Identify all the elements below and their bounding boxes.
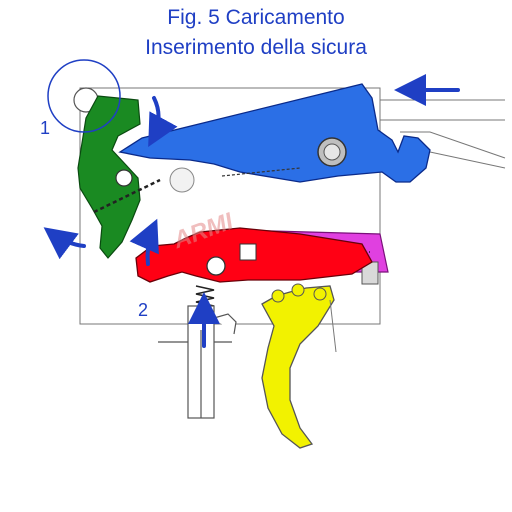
- callout-label-2: 2: [138, 300, 148, 320]
- sear-notch: [239, 243, 257, 261]
- callout-circle-1: [47, 59, 121, 133]
- arrow-sear-up: [129, 218, 159, 266]
- hammer-spring: [93, 178, 161, 214]
- trigger-guide: [329, 299, 337, 353]
- motion-arrows: [43, 74, 460, 348]
- figure-title-line-2: Inserimento della sicura: [145, 36, 367, 59]
- hammer-pivot: [115, 169, 133, 187]
- trigger-pin-3: [313, 287, 327, 301]
- callout-label-1: 1: [40, 118, 50, 138]
- green-hammer: [77, 95, 141, 259]
- plunger-rod: [158, 305, 237, 419]
- trigger-pin-1: [271, 289, 285, 303]
- arrow-hammer-rotate: [148, 96, 178, 148]
- lever-spring: [221, 167, 301, 177]
- figure-title-line-1: Fig. 5 Caricamento: [167, 6, 345, 29]
- frame-pin-center: [169, 167, 195, 193]
- trigger-pin-2: [291, 283, 305, 297]
- blue-lever: [118, 83, 431, 183]
- arrow-hammer-back: [43, 227, 86, 260]
- lever-pivot-inner: [323, 143, 341, 161]
- yellow-trigger: [261, 285, 335, 449]
- sear-pivot: [206, 256, 226, 276]
